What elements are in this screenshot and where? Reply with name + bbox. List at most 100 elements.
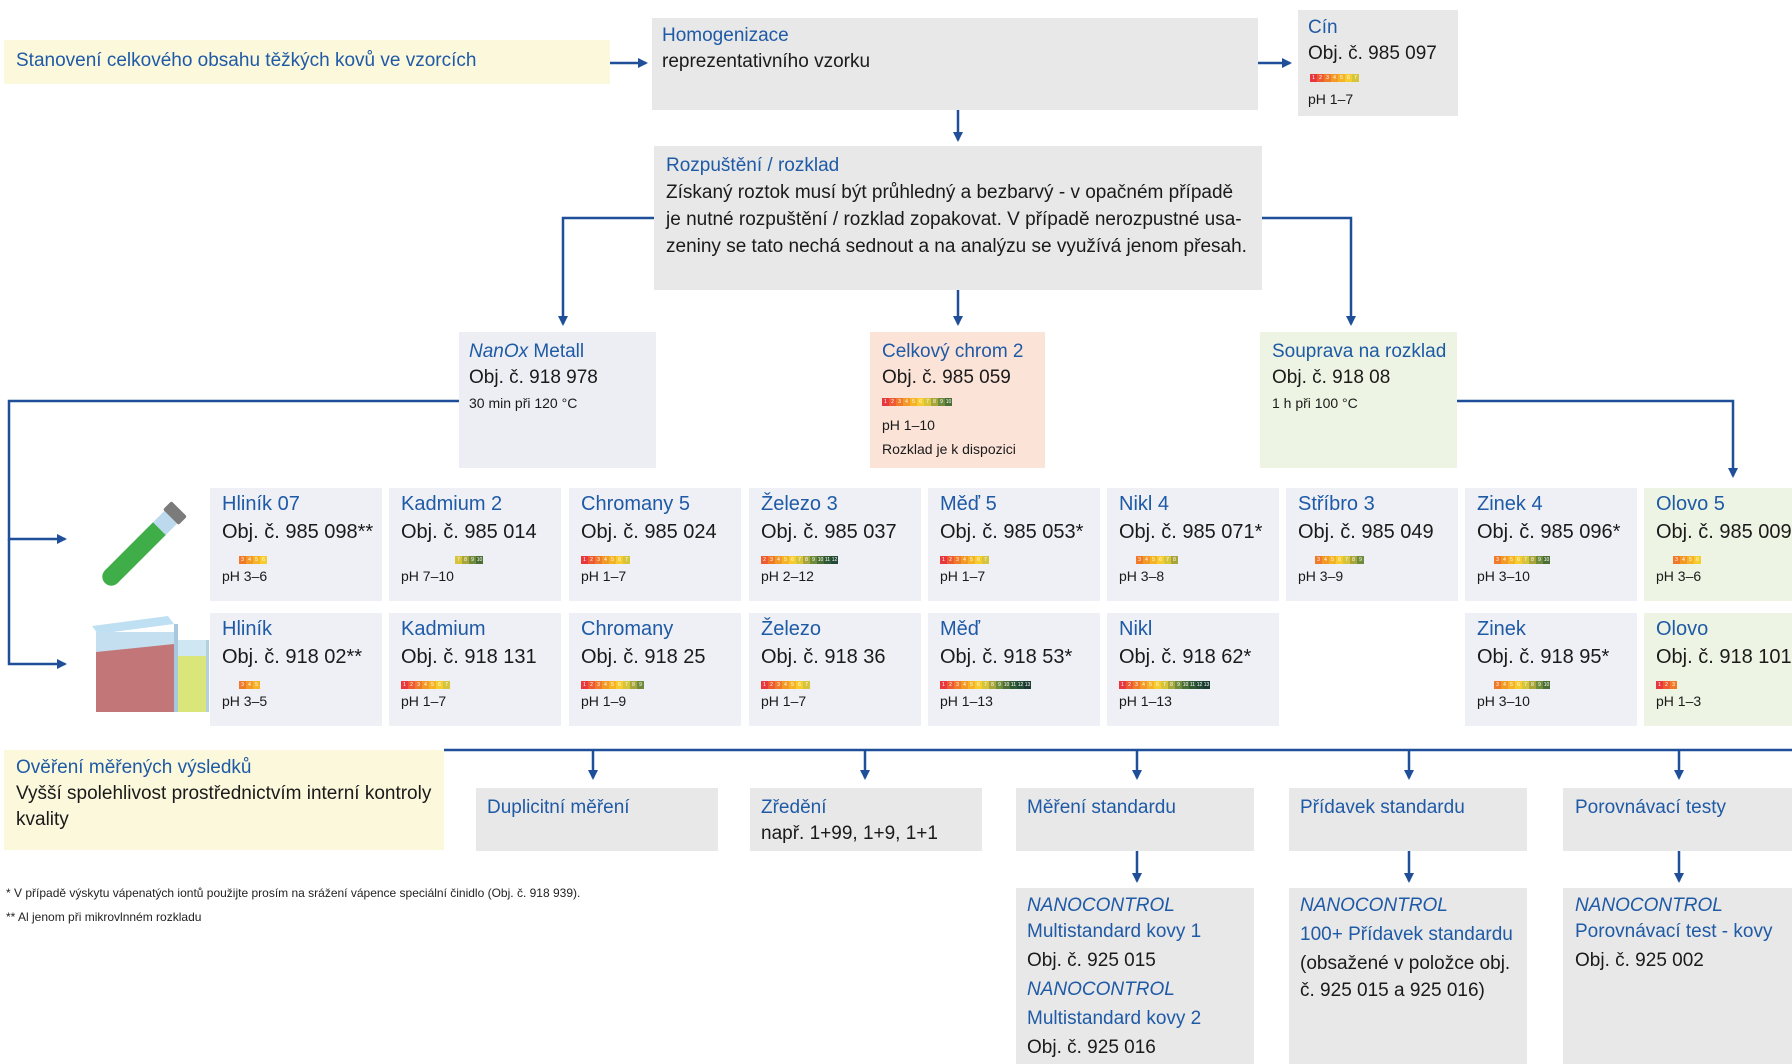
tube-obj: Obj. č. 985 098** [222, 521, 374, 543]
addition-products-box: NANOCONTROL 100+ Přídavek standardu (obs… [1289, 888, 1527, 1064]
test-name: Zinek [1477, 618, 1526, 640]
comparison-title: Porovnávací testy [1575, 797, 1727, 818]
ph-scale-cell: 2 [947, 681, 954, 689]
ph-scale-cell: 7 [1343, 556, 1350, 564]
ph-scale-cell: 2 [768, 681, 775, 689]
ph-scale-cell: 3 [239, 556, 246, 564]
tube-name: Hliník 07 [222, 493, 300, 515]
verification-line-1: Vyšší spolehlivost prostřednictvím inter… [16, 783, 432, 804]
homogenization-title: Homogenizace [662, 25, 789, 46]
tube-ph: pH 3–8 [1119, 568, 1165, 584]
ph-scale-cell: 8 [1529, 681, 1536, 689]
ph-scale-cell: 8 [1171, 556, 1178, 564]
verification-box: Ověření měřených výsledků Vyšší spolehli… [4, 750, 444, 850]
addition-box: Přídavek standardu [1289, 788, 1527, 851]
kit-name: Souprava na rozklad [1272, 341, 1447, 362]
nanox-note: 30 min při 120 °C [469, 395, 578, 411]
ph-scale-cell: 4 [1501, 556, 1508, 564]
dilution-text: např. 1+99, 1+9, 1+1 [761, 823, 938, 844]
tube-name: Měď 5 [940, 493, 997, 515]
test-name: Měď [940, 618, 981, 640]
ph-scale-cell: 3 [1136, 556, 1143, 564]
ph-scale-cell: 7 [982, 681, 989, 689]
comparison-box: Porovnávací testy [1563, 788, 1792, 851]
ph-scale-cell: 7 [982, 556, 989, 564]
test-obj: Obj. č. 918 36 [761, 646, 886, 668]
tube-name: Stříbro 3 [1298, 493, 1375, 515]
ph-scale-cell: 6 [1515, 556, 1522, 564]
tube-name: Nikl 4 [1119, 493, 1170, 515]
ph-scale-cell: 3 [1673, 556, 1680, 564]
ph-scale-cell: 6 [616, 556, 623, 564]
ph-scale-cell: 2 [408, 681, 415, 689]
header-title: Stanovení celkového obsahu těžkých kovů … [16, 50, 477, 71]
test-name: Chromany [581, 618, 674, 640]
dissolution-title: Rozpuštění / rozklad [666, 155, 840, 176]
comparison-line: Porovnávací test - kovy [1575, 921, 1773, 942]
duplicate-box: Duplicitní měření [476, 788, 718, 851]
ph-scale-cell: 2 [947, 556, 954, 564]
ph-scale-cell: 7 [1161, 681, 1168, 689]
comparison-obj: Obj. č. 925 002 [1575, 950, 1704, 971]
cuvette-icon [92, 616, 209, 712]
tube-obj: Obj. č. 985 053* [940, 521, 1084, 543]
ph-scale-cell: 10 [817, 556, 824, 564]
ph-scale-cell: 5 [910, 398, 917, 406]
ph-scale-cell: 3 [595, 681, 602, 689]
ph-scale-cell: 7 [1352, 74, 1359, 82]
standard-brand-1: NANOCONTROL [1027, 895, 1175, 916]
ph-scale-cell: 5 [1687, 556, 1694, 564]
ph-scale-cell: 10 [945, 398, 952, 406]
ph-scale-cell: 1 [581, 556, 588, 564]
ph-scale-cell: 1 [581, 681, 588, 689]
ph-scale-cell: 1 [761, 681, 768, 689]
test-name: Olovo [1656, 618, 1709, 640]
ph-scale-cell: 5 [1147, 681, 1154, 689]
test-ph: pH 3–5 [222, 693, 268, 709]
ph-scale-cell: 2 [1317, 74, 1324, 82]
ph-scale-cell: 5 [968, 681, 975, 689]
ph-scale-cell: 5 [782, 556, 789, 564]
ph-scale-cell: 4 [422, 681, 429, 689]
standard-obj-2: Obj. č. 925 016 [1027, 1037, 1156, 1058]
test-name: Kadmium [401, 618, 486, 640]
test-ph: pH 1–7 [761, 693, 807, 709]
standard-line-2: Multistandard kovy 2 [1027, 1008, 1202, 1029]
tube-obj: Obj. č. 985 037 [761, 521, 897, 543]
ph-scale-cell: 4 [1331, 74, 1338, 82]
ph-scale-cell: 3 [768, 556, 775, 564]
ph-scale-cell: 11 [1010, 681, 1017, 689]
standard-products-box: NANOCONTROL Multistandard kovy 1 Obj. č.… [1016, 888, 1254, 1064]
ph-scale-cell: 4 [782, 681, 789, 689]
addition-brand: NANOCONTROL [1300, 895, 1448, 916]
nanox-obj: Obj. č. 918 978 [469, 367, 598, 388]
tube-obj: Obj. č. 985 049 [1298, 521, 1434, 543]
ph-scale-cell: 13 [1203, 681, 1210, 689]
tube-ph: pH 3–10 [1477, 568, 1530, 584]
ph-scale-cell: 2 [588, 556, 595, 564]
homogenization-box: Homogenizace reprezentativního vzorku [652, 18, 1258, 110]
test-ph: pH 1–3 [1656, 693, 1702, 709]
ph-scale-cell: 3 [1670, 681, 1677, 689]
footnote-2: ** Al jenom při mikrovlnném rozkladu [6, 910, 202, 924]
chrom-note: Rozklad je k dispozici [882, 441, 1016, 457]
ph-scale-cell: 3 [595, 556, 602, 564]
ph-scale-cell: 6 [1154, 681, 1161, 689]
test-obj: Obj. č. 918 131 [401, 646, 537, 668]
